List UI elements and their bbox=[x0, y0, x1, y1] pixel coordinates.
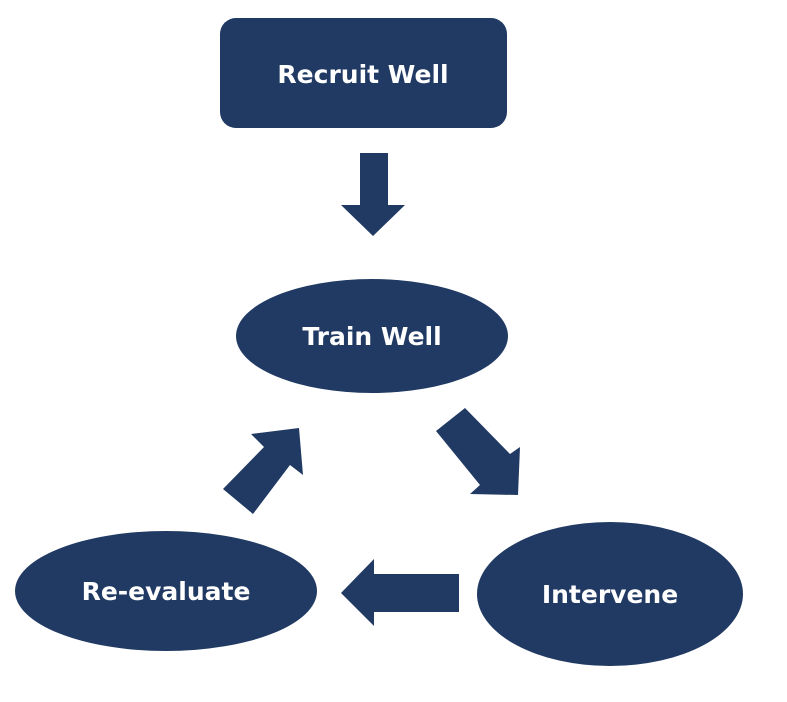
train-well-ellipse bbox=[236, 279, 508, 393]
re-evaluate-ellipse bbox=[15, 531, 317, 651]
recruit-well-label: Recruit Well bbox=[277, 60, 448, 89]
node-train-well: Train Well bbox=[236, 279, 508, 393]
re-evaluate-label: Re-evaluate bbox=[82, 577, 251, 606]
arrow-up-right-icon bbox=[223, 428, 303, 514]
node-recruit-well: Recruit Well bbox=[220, 18, 507, 128]
intervene-label: Intervene bbox=[542, 580, 678, 609]
arrow-down-right-icon bbox=[436, 408, 520, 495]
arrow-left-icon bbox=[341, 559, 459, 626]
arrow-down-icon bbox=[341, 153, 405, 236]
node-intervene: Intervene bbox=[477, 522, 743, 666]
node-re-evaluate: Re-evaluate bbox=[15, 531, 317, 651]
recruit-well-box bbox=[220, 18, 507, 128]
intervene-ellipse bbox=[477, 522, 743, 666]
train-well-label: Train Well bbox=[302, 322, 441, 351]
